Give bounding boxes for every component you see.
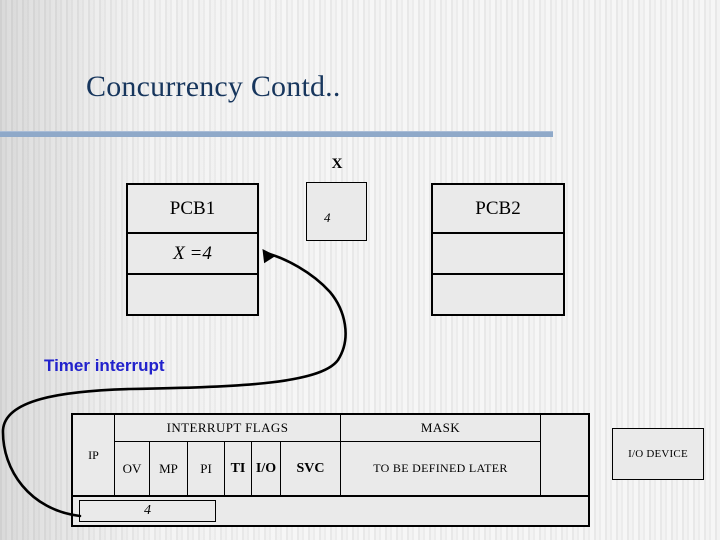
flag-cell-mp[interactable]: MP (150, 442, 188, 495)
mask-body: TO BE DEFINED LATER (341, 442, 540, 495)
timer-interrupt-label: Timer interrupt (44, 356, 165, 375)
interrupt-table-header-area: IP INTERRUPT FLAGS OV MP PI (73, 415, 588, 497)
ip-value-box: 4 (79, 500, 216, 522)
interrupt-table-value-row: 4 (73, 497, 588, 525)
io-device-label: I/O DEVICE (628, 448, 688, 460)
interrupt-flags-header: INTERRUPT FLAGS (115, 415, 340, 442)
pcb1-assignment-text: X =4 (173, 242, 212, 264)
flag-label-ti: TI (230, 460, 246, 476)
shared-variable-cell: 4 (306, 182, 367, 241)
table-column-tail (541, 415, 588, 495)
mask-header-text: MASK (420, 420, 461, 435)
interrupt-flags-group: INTERRUPT FLAGS OV MP PI TI (115, 415, 341, 495)
mask-group: MASK TO BE DEFINED LATER (341, 415, 541, 495)
flag-label-pi: PI (200, 460, 212, 476)
pcb2-row-empty-2 (433, 273, 563, 314)
interrupt-status-table: IP INTERRUPT FLAGS OV MP PI (71, 413, 590, 527)
flag-label-svc: SVC (296, 460, 325, 476)
shared-variable-label: X (331, 156, 343, 172)
pcb1-block: PCB1 X =4 (126, 183, 259, 316)
pcb1-row-assignment: X =4 (128, 232, 257, 273)
flag-label-io: I/O (255, 460, 277, 476)
pcb2-row-title: PCB2 (433, 185, 563, 232)
flag-cell-io[interactable]: I/O (252, 442, 281, 495)
pcb1-row-empty (128, 273, 257, 314)
flag-label-mp: MP (159, 460, 178, 476)
shared-variable-value: 4 (324, 210, 331, 225)
table-column-ip: IP (73, 415, 115, 495)
interrupt-flags-cells: OV MP PI TI I/O SVC (115, 442, 340, 495)
flag-cell-ti[interactable]: TI (225, 442, 252, 495)
flag-cell-svc[interactable]: SVC (281, 442, 340, 495)
title-divider (0, 131, 553, 137)
pcb2-block: PCB2 (431, 183, 565, 316)
pcb1-row-title: PCB1 (128, 185, 257, 232)
tail-column-body (541, 415, 588, 495)
io-device-box: I/O DEVICE (612, 428, 704, 480)
pcb2-row-empty-1 (433, 232, 563, 273)
ip-column-label: IP (88, 447, 99, 462)
mask-body-text: TO BE DEFINED LATER (373, 461, 508, 475)
pcb1-title-text: PCB1 (169, 197, 216, 219)
interrupt-flags-header-text: INTERRUPT FLAGS (166, 420, 289, 435)
pcb2-title-text: PCB2 (475, 197, 521, 219)
arrow-head (262, 248, 276, 264)
mask-header: MASK (341, 415, 540, 442)
flag-label-ov: OV (122, 460, 142, 476)
page-title: Concurrency Contd.. (86, 70, 341, 103)
ip-value-text: 4 (144, 503, 151, 518)
flag-cell-ov[interactable]: OV (115, 442, 150, 495)
flag-cell-pi[interactable]: PI (188, 442, 225, 495)
